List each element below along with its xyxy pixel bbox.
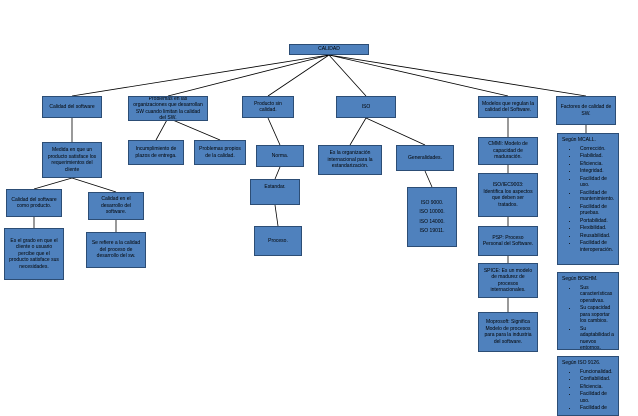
list-item: Integridad. bbox=[578, 168, 614, 175]
list-item: Corrección. bbox=[578, 146, 614, 153]
list-item: Su adaptabilidad a nuevos entornos. bbox=[578, 326, 614, 350]
list-item: Facilidad de bbox=[578, 405, 614, 412]
modelos-node: Modelos que regulan la calidad del Softw… bbox=[478, 96, 538, 118]
se-refiere-node: Se refiere a la calidad del proceso de d… bbox=[86, 232, 146, 268]
problemas-propios-node: Problemas propios de la calidad. bbox=[194, 140, 246, 165]
iso-item: ISO 10000. bbox=[419, 209, 445, 215]
cmmi-node: CMMI: Modelo de capacidad de maduración. bbox=[478, 137, 538, 165]
list-item: Eficiencia. bbox=[578, 384, 614, 391]
estandar-node: Estandar. bbox=[250, 179, 300, 205]
list-item: Flexibilidad. bbox=[578, 225, 614, 232]
problemas-node: Problemas en las organizaciones que desa… bbox=[128, 96, 208, 121]
iso9126-list: Según ISO 9126. Funcionalidad. Confiabil… bbox=[557, 356, 619, 416]
iso-standards-list: ISO 9000. ISO 10000. ISO 14000. ISO 1901… bbox=[407, 187, 457, 247]
root-node: CALIDAD bbox=[289, 44, 369, 55]
list-item: Su capacidad para soportar los cambios. bbox=[578, 305, 614, 325]
list-item: Eficiencia. bbox=[578, 161, 614, 168]
list-item: Fiabilidad. bbox=[578, 153, 614, 160]
proceso-node: Proceso. bbox=[254, 226, 302, 256]
factores-node: Factores de calidad de SW. bbox=[556, 96, 616, 125]
medida-node: Medida en que un producto satisface los … bbox=[42, 142, 102, 178]
list-item: Facilidad de uso. bbox=[578, 391, 614, 404]
iso-item: ISO 14000. bbox=[419, 218, 445, 225]
iso9126-title: Según ISO 9126. bbox=[562, 360, 601, 366]
moprosoft-node: Moprosoft: Significa Modelo de procesos … bbox=[478, 312, 538, 352]
iso-item: ISO 9000. bbox=[420, 199, 444, 206]
list-item: Facilidad de uso. bbox=[578, 176, 614, 189]
iso-item: ISO 19011. bbox=[419, 228, 445, 234]
incumplimiento-node: Incumplimiento de plazos de entrega. bbox=[128, 140, 184, 165]
list-item: Reusabilidad. bbox=[578, 233, 614, 240]
calidad-desarrollo-node: Calidad en el desarrollo del software. bbox=[88, 192, 144, 220]
calidad-software-node: Calidad del software bbox=[42, 96, 102, 118]
spice-node: SPICE: Es un modelo de madurez de proces… bbox=[478, 263, 538, 298]
norma-node: Norma. bbox=[256, 145, 304, 167]
list-item: Sus características operativas. bbox=[578, 285, 614, 305]
mccall-title: Según MCALL. bbox=[562, 137, 596, 143]
organizacion-node: Es la organización internacional para la… bbox=[318, 145, 382, 175]
calidad-producto-node: Calidad del software como producto. bbox=[6, 189, 62, 217]
iso-node: ISO bbox=[336, 96, 396, 118]
iso-iec-node: ISO/IEC9003: Identifica los aspectos que… bbox=[478, 173, 538, 217]
list-item: Facilidad de interoperación. bbox=[578, 240, 614, 253]
list-item: Facilidad de mantenimiento. bbox=[578, 190, 614, 203]
grado-node: Es el grado en que el cliente o usuario … bbox=[4, 228, 64, 280]
producto-sin-calidad-node: Producto sin calidad. bbox=[242, 96, 294, 118]
list-item: Facilidad de pruebas. bbox=[578, 204, 614, 217]
boehm-title: Según BOEHM. bbox=[562, 276, 598, 282]
generalidades-node: Generalidades. bbox=[396, 145, 454, 171]
list-item: Funcionalidad. bbox=[578, 369, 614, 376]
psp-node: PSP: Proceso Personal del Software. bbox=[478, 226, 538, 256]
list-item: Portabilidad. bbox=[578, 218, 614, 225]
list-item: Confiabilidad. bbox=[578, 376, 614, 383]
mccall-list: Según MCALL. Corrección. Fiabilidad. Efi… bbox=[557, 133, 619, 265]
boehm-list: Según BOEHM. Sus características operati… bbox=[557, 272, 619, 350]
